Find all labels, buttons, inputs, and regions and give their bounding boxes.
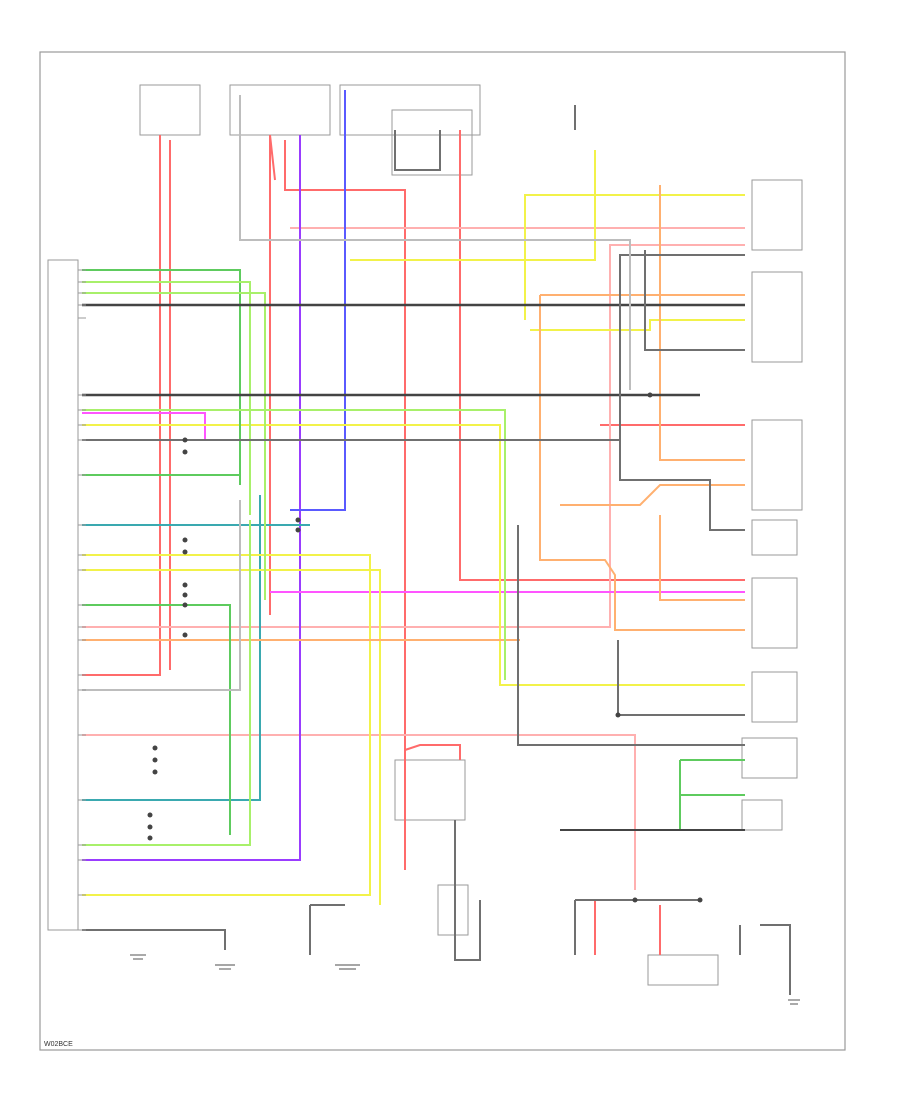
ground-symbols (130, 954, 800, 1005)
wire-pink-3 (82, 244, 745, 628)
wire-gray-2 (644, 250, 745, 351)
wire-gray-7 (309, 904, 345, 955)
wire-gray-6 (574, 899, 700, 955)
wire-yellow-2 (524, 194, 745, 320)
wire-gray-5 (517, 525, 745, 746)
wire-green-2 (82, 474, 240, 835)
right-component-8 (741, 799, 783, 831)
fuse-box-a (139, 84, 201, 136)
wire-green-3 (679, 759, 745, 831)
wire-orange-2 (539, 295, 745, 631)
wire-red-3 (269, 134, 276, 615)
diagram-frame (39, 51, 846, 1051)
wire-yellow-4 (82, 554, 371, 896)
wire-red-1 (82, 135, 161, 676)
wire-gray-12 (394, 130, 441, 171)
wire-blue-1 (290, 90, 346, 511)
bottom-switch (437, 884, 469, 936)
splice-dots (147, 392, 703, 903)
right-component-1 (751, 179, 803, 251)
right-component-3 (751, 419, 803, 511)
wire-gray-9 (82, 929, 226, 950)
right-component-2 (751, 271, 803, 363)
wire-lime-3 (82, 409, 506, 680)
right-component-4 (751, 519, 798, 556)
wire-magenta-1 (82, 412, 206, 440)
wire-red-5 (459, 130, 745, 581)
wire-yellow-3 (82, 424, 745, 686)
right-component-6 (751, 671, 798, 723)
central-locking-module (47, 259, 79, 931)
wire-red-7 (404, 744, 461, 760)
fuse-box-b (229, 84, 331, 136)
central-relay (394, 759, 466, 821)
wire-red-8 (594, 900, 661, 955)
components (47, 84, 803, 986)
right-component-5 (751, 577, 798, 649)
wire-lightgray-1 (239, 95, 631, 390)
relay-box (391, 109, 473, 176)
wire-lime-1 (82, 281, 251, 515)
wire-gray-1 (82, 254, 745, 441)
wire-pink-1 (82, 734, 636, 890)
fuse-box-c (339, 84, 481, 136)
wire-teal-1 (82, 495, 310, 801)
wire-yellow-6 (530, 319, 745, 331)
wire-lime-4 (82, 520, 251, 846)
module-pins (78, 269, 86, 931)
wire-lime-2 (82, 292, 266, 600)
wire-gray-4 (617, 640, 745, 716)
wire-orange-5 (659, 515, 745, 601)
wire-orange-3 (659, 185, 745, 461)
wire-orange-4 (560, 484, 745, 506)
wire-yellow-1 (350, 150, 596, 261)
diagram-code: W02BCE (44, 1041, 73, 1048)
wire-gray-10 (760, 924, 791, 995)
wires (82, 90, 791, 995)
wire-gray-3 (619, 440, 745, 531)
wire-violet-1 (82, 135, 301, 861)
wire-yellow-5 (82, 569, 381, 905)
wire-gray-8 (454, 820, 481, 961)
wire-green-1 (82, 269, 241, 485)
right-component-7 (741, 737, 798, 779)
wire-lightgray-2 (82, 500, 241, 691)
bottom-motor-unit (647, 954, 719, 986)
